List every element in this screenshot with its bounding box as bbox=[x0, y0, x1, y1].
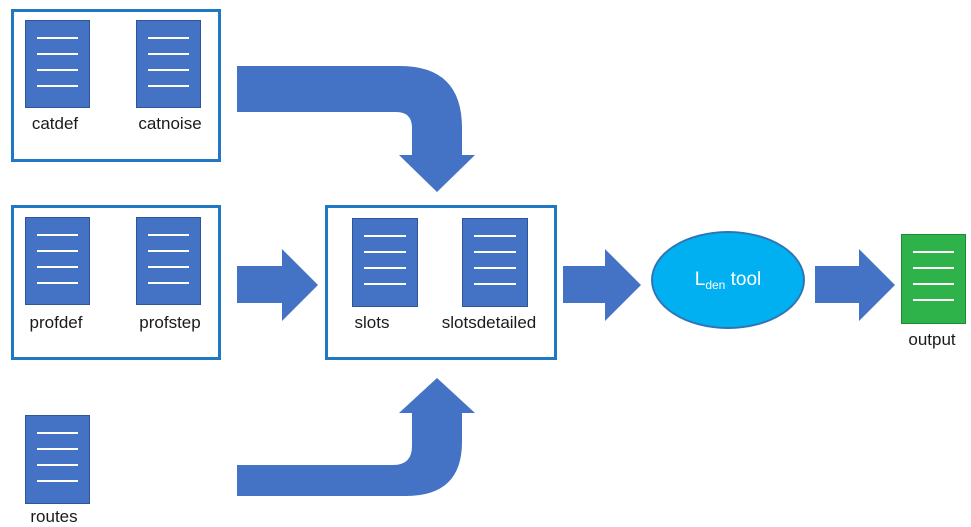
arrow-catalog-to-slots bbox=[237, 66, 475, 192]
profstep-label: profstep bbox=[139, 313, 201, 332]
catnoise-label: catnoise bbox=[138, 114, 202, 133]
catdef-document-icon bbox=[25, 20, 90, 108]
profdef-label: profdef bbox=[29, 313, 83, 332]
slots-label: slots bbox=[354, 313, 390, 332]
catnoise-document-icon bbox=[136, 20, 201, 108]
output-label: output bbox=[908, 330, 956, 349]
slots-document-icon bbox=[352, 218, 418, 307]
output-document-icon bbox=[901, 234, 966, 324]
lden-tool-node: Lden tool bbox=[651, 231, 805, 329]
arrow-profiles-to-slots bbox=[237, 249, 318, 321]
slotsdetailed-label: slotsdetailed bbox=[441, 313, 537, 332]
catdef-label: catdef bbox=[31, 114, 79, 133]
routes-document-icon bbox=[25, 415, 90, 504]
arrow-slots-to-tool bbox=[563, 249, 641, 321]
routes-label: routes bbox=[30, 507, 78, 526]
slotsdetailed-document-icon bbox=[462, 218, 528, 307]
arrow-tool-to-output bbox=[815, 249, 895, 321]
tool-name: Lden tool bbox=[695, 269, 762, 292]
profstep-document-icon bbox=[136, 217, 201, 305]
profdef-document-icon bbox=[25, 217, 90, 305]
arrow-routes-to-slots bbox=[237, 378, 475, 496]
tool-suffix: tool bbox=[725, 268, 762, 290]
tool-letter: L bbox=[694, 268, 706, 290]
tool-subscript: den bbox=[705, 277, 726, 292]
